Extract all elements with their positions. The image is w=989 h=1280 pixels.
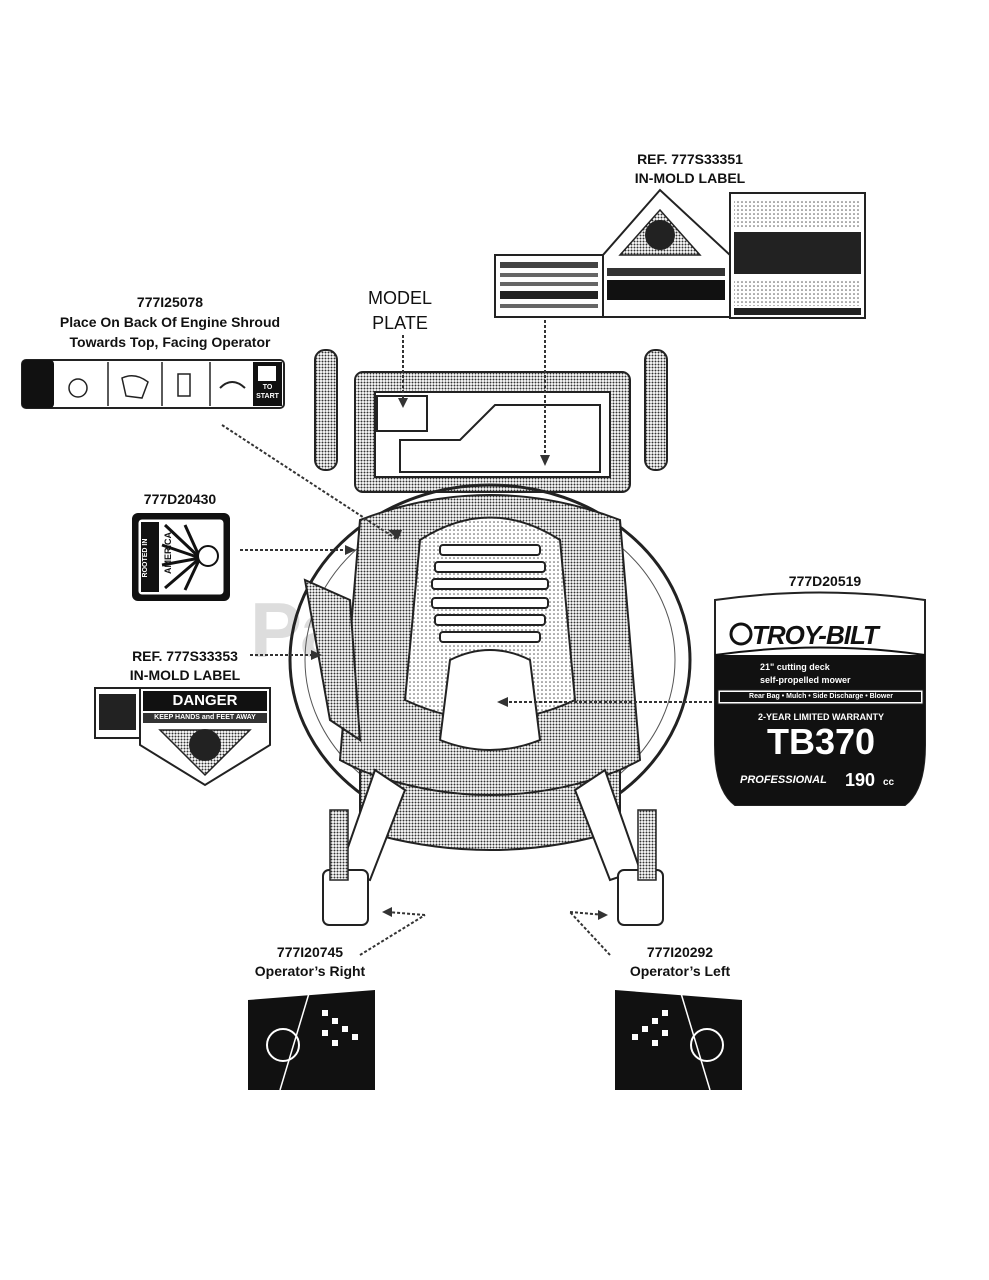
- warranty-text: 2-YEAR LIMITED WARRANTY: [758, 712, 884, 722]
- cc-text: cc: [883, 777, 895, 788]
- engine-shroud-label-2: Towards Top, Facing Operator: [69, 334, 271, 350]
- danger-text-left: DANGER: [172, 692, 238, 709]
- danger-decal-left: [94, 687, 271, 787]
- part-777i25078-label: 777I25078: [136, 294, 204, 310]
- troybilt-decal: [714, 591, 926, 806]
- part-777d20519-label: 777D20519: [788, 573, 862, 589]
- operators-right-label: Operator’s Right: [254, 963, 366, 979]
- america-text: AMERICA: [163, 532, 173, 574]
- ref-777s33351-label: REF. 777S33351: [637, 151, 743, 167]
- model-number-text: TB370: [766, 721, 876, 762]
- to-start-text: TO START: [256, 384, 279, 400]
- operators-right-decal: [248, 989, 375, 1091]
- engine-brand-text: PROFESSIONAL: [740, 774, 827, 786]
- part-777i20745-label: 777I20745: [276, 944, 344, 960]
- keep-hands-text-left: KEEP HANDS and FEET AWAY: [154, 714, 256, 721]
- rooted-in-text: ROOTED IN: [142, 538, 149, 578]
- in-mold-label-left: IN-MOLD LABEL: [129, 667, 241, 683]
- mower-handle: [314, 349, 668, 493]
- troybilt-brand-text: TROY-BILT: [752, 620, 879, 650]
- leader-arrowheads: [311, 398, 608, 920]
- ref-777s33353-label: REF. 777S33353: [132, 648, 238, 664]
- mower-body: [288, 483, 692, 926]
- rooted-in-america-decal: [132, 513, 230, 601]
- engine-shroud-label-1: Place On Back Of Engine Shroud: [59, 314, 281, 330]
- deck-line2-text: self-propelled mower: [760, 675, 851, 685]
- part-777d20430-label: 777D20430: [143, 491, 217, 507]
- displacement-text: 190: [845, 770, 876, 790]
- engine-shroud-decal: [21, 359, 285, 409]
- deck-line1-text: 21" cutting deck: [760, 662, 830, 672]
- in-mold-label-top: IN-MOLD LABEL: [634, 170, 746, 186]
- operators-left-label: Operator’s Left: [629, 963, 731, 979]
- model-plate-label-1: MODEL: [367, 288, 432, 308]
- operators-left-decal: [615, 989, 742, 1091]
- in-mold-label-top-decal: [494, 188, 866, 319]
- features-text: Rear Bag • Mulch • Side Discharge • Blow…: [749, 693, 893, 700]
- part-777i20292-label: 777I20292: [646, 944, 714, 960]
- model-plate-label-2: PLATE: [372, 313, 428, 333]
- leader-lines: [221, 320, 712, 956]
